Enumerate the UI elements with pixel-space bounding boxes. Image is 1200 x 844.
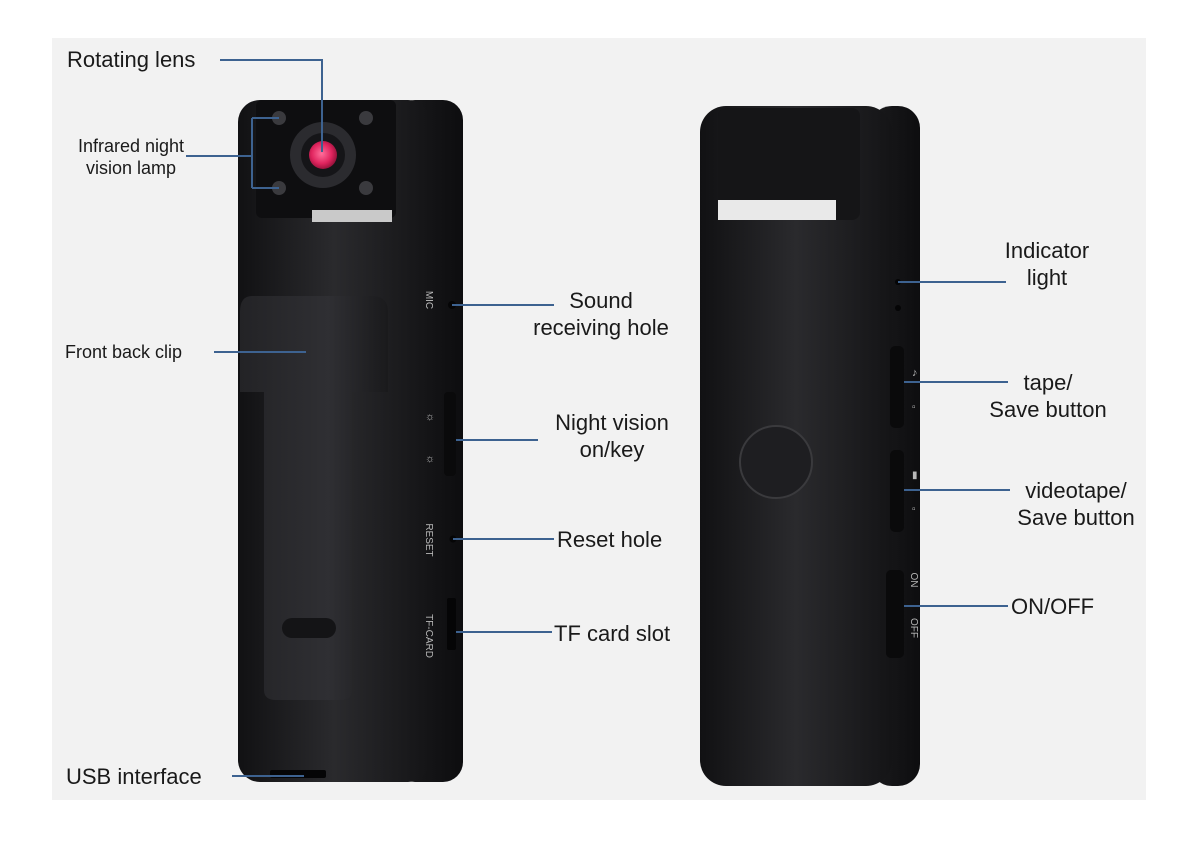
night-vision-key xyxy=(444,392,456,476)
tf-card-slot xyxy=(447,598,456,650)
tape-save-button xyxy=(890,346,904,428)
label-sound-hole: Sound receiving hole xyxy=(516,288,686,342)
lens-icon xyxy=(309,141,337,169)
label-tape-save-line2: Save button xyxy=(989,396,1107,422)
label-front-back-clip: Front back clip xyxy=(65,342,183,362)
rotating-head xyxy=(718,108,860,220)
label-tf-card-slot: TF card slot xyxy=(554,621,671,646)
save-icon: ▫ xyxy=(912,402,916,413)
indicator-light xyxy=(895,305,901,311)
label-on-off: ON/OFF xyxy=(1011,594,1095,619)
infrared-led-icon xyxy=(359,111,373,125)
round-button xyxy=(739,425,813,499)
right-device: ♪ ▫ ▮ ▫ ON OFF xyxy=(700,106,920,786)
callout-lines xyxy=(186,59,1010,777)
mic-marking: MIC xyxy=(423,291,434,309)
label-infrared-lamp: Infrared night vision lamp xyxy=(64,136,198,180)
label-usb-interface: USB interface xyxy=(66,764,202,789)
label-videotape-save-line1: videotape/ xyxy=(1025,478,1127,503)
label-night-vision-key: Night vision on/key xyxy=(538,410,686,464)
label-videotape-save-line2: Save button xyxy=(1017,504,1135,530)
infrared-led-icon xyxy=(359,181,373,195)
audio-icon: ♪ xyxy=(912,367,918,379)
videotape-save-button xyxy=(890,450,904,532)
tf-card-marking: TF-CARD xyxy=(423,614,434,658)
video-icon: ▮ xyxy=(912,470,918,481)
on-off-switch xyxy=(886,570,904,658)
label-reset-hole: Reset hole xyxy=(557,527,663,552)
reset-marking: RESET xyxy=(423,523,434,556)
save-icon: ▫ xyxy=(912,504,916,515)
left-device: MIC RESET TF-CARD ☼ ☼ xyxy=(238,100,463,782)
on-marking: ON xyxy=(908,573,919,588)
night-vision-icon: ☼ xyxy=(425,453,435,465)
off-marking: OFF xyxy=(908,618,919,638)
label-night-vision-key-line2: on/key xyxy=(579,436,645,462)
label-videotape-save: videotape/ Save button xyxy=(1004,478,1148,532)
night-vision-icon: ☼ xyxy=(425,411,435,423)
label-tape-save: tape/ Save button xyxy=(976,370,1120,424)
back-clip xyxy=(240,296,388,700)
label-indicator-light-line1: Indicator xyxy=(1004,238,1090,263)
label-tape-save-line1: tape/ xyxy=(1023,370,1073,395)
label-infrared-lamp-line2: vision lamp xyxy=(85,157,177,178)
label-infrared-lamp-line1: Infrared night xyxy=(77,136,185,156)
label-sound-hole-line2: receiving hole xyxy=(533,314,669,340)
label-indicator-light: Indicator light xyxy=(986,238,1108,292)
label-night-vision-key-line1: Night vision xyxy=(555,410,669,435)
label-rotating-lens: Rotating lens xyxy=(67,47,196,72)
background-panel xyxy=(52,38,1146,800)
label-sound-hole-line1: Sound xyxy=(569,288,633,313)
label-indicator-light-line2: light xyxy=(1026,264,1068,290)
